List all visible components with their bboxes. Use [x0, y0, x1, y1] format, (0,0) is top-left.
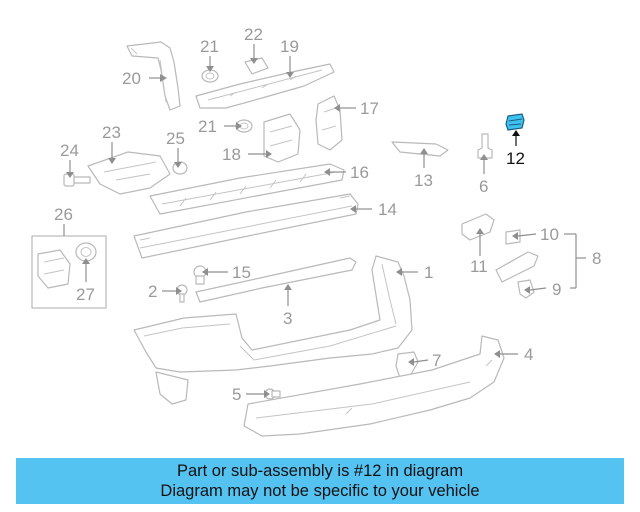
callout-6: 6	[479, 177, 488, 196]
callout-19: 19	[280, 37, 299, 56]
part-6-stud	[477, 133, 493, 159]
callout-2: 2	[148, 282, 157, 301]
part-15-bolt	[193, 265, 207, 285]
callout-23: 23	[102, 123, 121, 142]
part-13-strip	[391, 141, 449, 157]
part-24-bolt	[63, 173, 91, 187]
part-1-bumper-cover	[133, 255, 413, 373]
callout-9: 9	[552, 280, 561, 299]
callout-26: 26	[54, 205, 73, 224]
callout-22: 22	[244, 25, 263, 44]
callout-20: 20	[122, 69, 141, 88]
callout-8: 8	[592, 249, 601, 268]
callout-1: 1	[424, 263, 433, 282]
callout-21-top: 21	[200, 37, 219, 56]
part-4-valance	[243, 335, 505, 437]
part-19-absorber	[195, 63, 335, 109]
callout-7: 7	[432, 351, 441, 370]
part-26-sensor-box	[31, 235, 107, 309]
callout-13: 13	[414, 171, 433, 190]
callout-18: 18	[222, 145, 241, 164]
part-16-absorber	[149, 163, 345, 215]
part-18-support	[263, 113, 301, 163]
part-20-bracket	[126, 41, 181, 111]
parts-diagram: 1 2 3 4 5 6 7 8 9 10 11 12 13 14 15 16 1…	[31, 25, 601, 437]
callout-10: 10	[540, 225, 559, 244]
callout-25: 25	[166, 129, 185, 148]
part-8-reflector	[495, 251, 539, 283]
callout-24: 24	[60, 141, 79, 160]
callout-labels: 1 2 3 4 5 6 7 8 9 10 11 12 13 14 15 16 1…	[54, 25, 601, 404]
callout-4: 4	[524, 345, 533, 364]
part-2-screw	[176, 284, 188, 303]
callout-12: 12	[506, 149, 525, 168]
callout-21-lower: 21	[198, 117, 217, 136]
callout-16: 16	[350, 163, 369, 182]
callout-5: 5	[232, 385, 241, 404]
callout-15: 15	[232, 263, 251, 282]
part-12-clip-highlighted	[505, 113, 525, 131]
callout-27: 27	[76, 285, 95, 304]
banner-line-1: Part or sub-assembly is #12 in diagram	[176, 462, 464, 480]
part-11-bracket	[461, 213, 495, 241]
leader-arrowheads	[66, 58, 530, 398]
part-23-bracket	[87, 151, 171, 195]
callout-11: 11	[470, 257, 488, 276]
part-17-bracket	[315, 95, 343, 151]
leader-lines	[63, 44, 586, 395]
part-3-molding	[195, 257, 357, 303]
callout-17: 17	[360, 99, 379, 118]
part-22-clip	[244, 57, 269, 75]
part-1-lower-side	[155, 371, 189, 405]
banner-line-2: Diagram may not be specific to your vehi…	[160, 482, 480, 500]
info-banner: Part or sub-assembly is #12 in diagram D…	[16, 458, 624, 504]
callout-3: 3	[283, 309, 292, 328]
callout-14: 14	[378, 200, 397, 219]
